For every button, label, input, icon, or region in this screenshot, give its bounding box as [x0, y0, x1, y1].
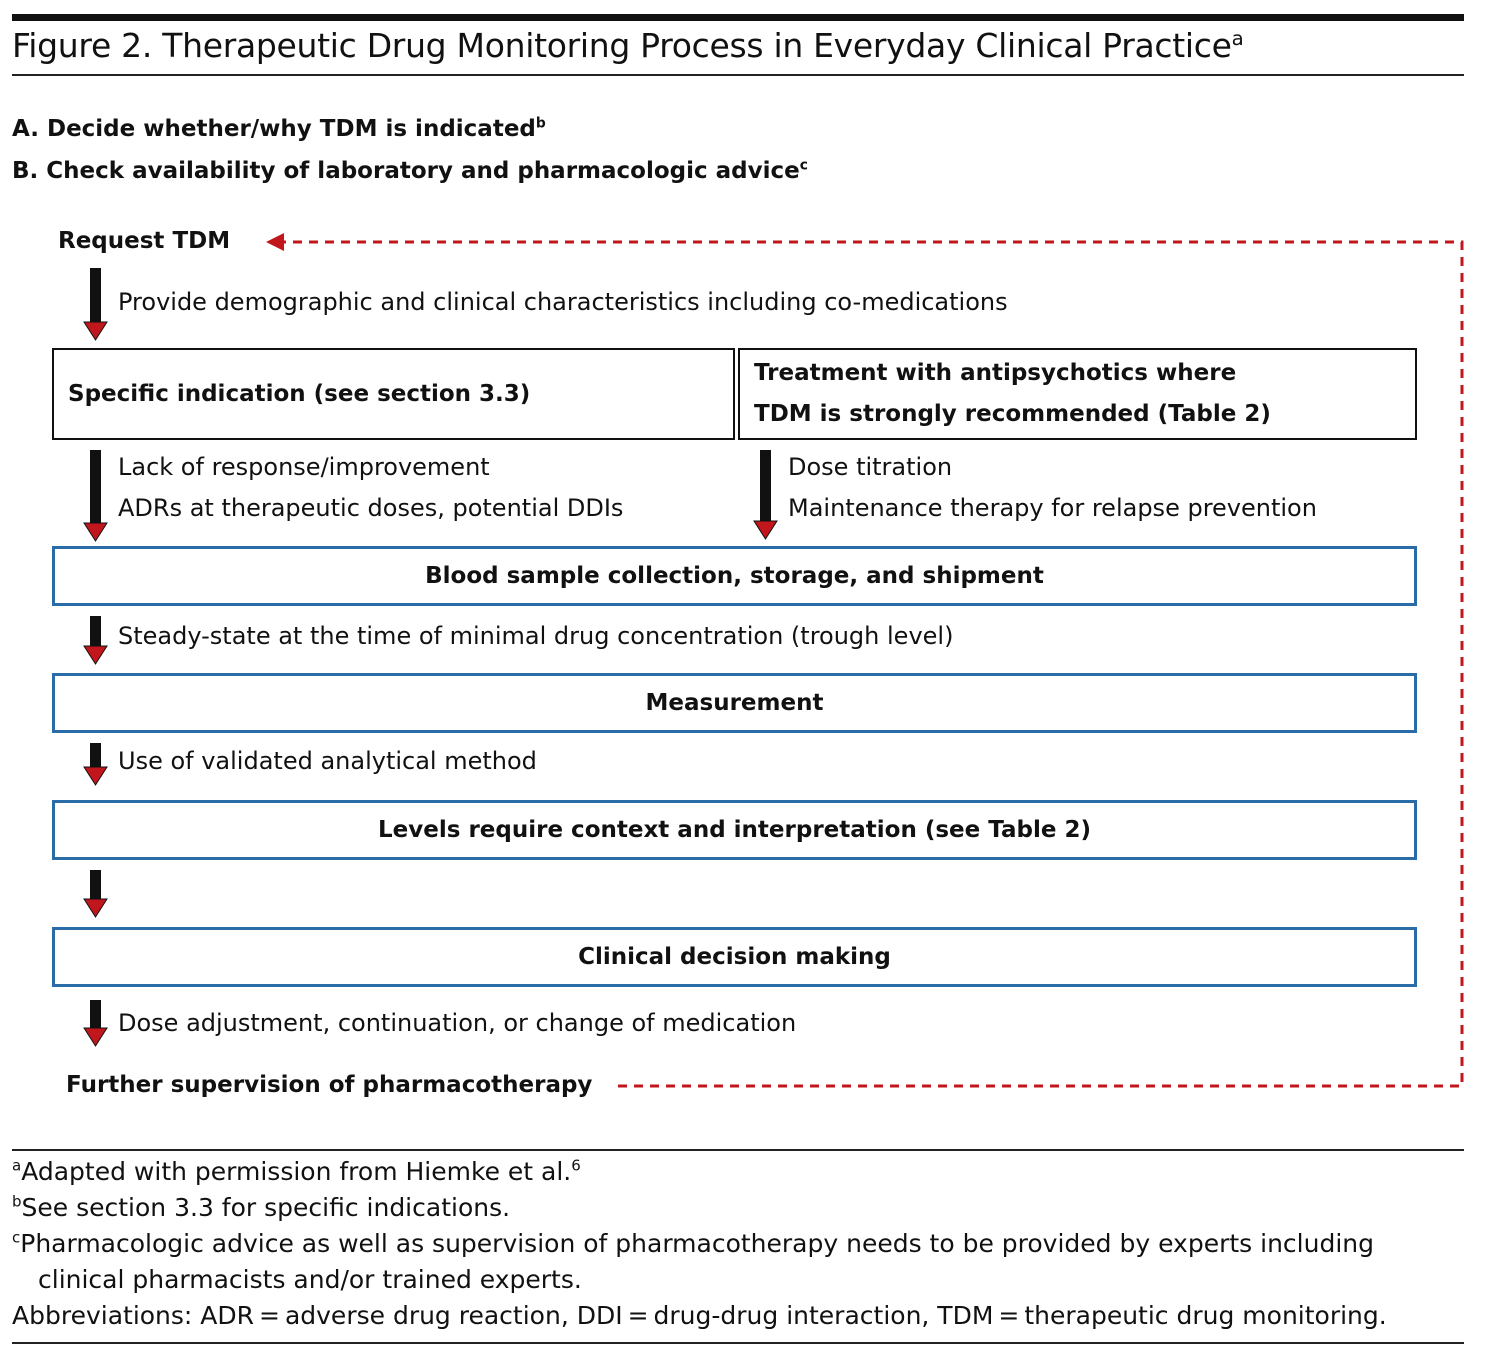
maintenance-therapy-note: Maintenance therapy for relapse preventi… — [788, 494, 1317, 522]
abbreviations-footnote: Abbreviations: ADR = adverse drug reacti… — [12, 1301, 1387, 1330]
footnote-c-continued: clinical pharmacists and/or trained expe… — [38, 1265, 582, 1294]
specific-indication-box: Specific indication (see section 3.3) — [52, 348, 735, 440]
footnote-c: cPharmacologic advice as well as supervi… — [12, 1228, 1374, 1258]
validated-method-note: Use of validated analytical method — [118, 747, 537, 775]
measurement-box: Measurement — [52, 673, 1417, 733]
feedback-loop — [266, 233, 1464, 1088]
down-arrow-icon — [83, 743, 108, 786]
down-arrow-icon — [753, 450, 778, 540]
further-supervision-label: Further supervision of pharmacotherapy — [66, 1072, 593, 1098]
footnote-b: bSee section 3.3 for specific indication… — [12, 1192, 511, 1222]
top-rule — [12, 14, 1464, 21]
blood-sample-label: Blood sample collection, storage, and sh… — [425, 563, 1044, 589]
adrs-note: ADRs at therapeutic doses, potential DDI… — [118, 494, 624, 522]
lack-of-response-note: Lack of response/improvement — [118, 453, 490, 481]
levels-interpretation-label: Levels require context and interpretatio… — [378, 817, 1091, 843]
down-arrow-icon — [83, 268, 108, 341]
treatment-line-2: TDM is strongly recommended (Table 2) — [754, 401, 1271, 427]
down-arrow-icon — [83, 1000, 108, 1047]
steady-state-note: Steady-state at the time of minimal drug… — [118, 622, 954, 650]
footnote-a: aAdapted with permission from Hiemke et … — [12, 1156, 581, 1186]
down-arrow-icon — [83, 450, 108, 542]
dose-adjustment-note: Dose adjustment, continuation, or change… — [118, 1009, 797, 1037]
clinical-decision-box: Clinical decision making — [52, 927, 1417, 987]
clinical-decision-label: Clinical decision making — [578, 944, 891, 970]
down-arrow-icon — [83, 870, 108, 918]
levels-interpretation-box: Levels require context and interpretatio… — [52, 800, 1417, 860]
down-arrow-icon — [83, 616, 108, 665]
figure-title: Figure 2. Therapeutic Drug Monitoring Pr… — [12, 26, 1244, 65]
request-tdm-label: Request TDM — [58, 228, 231, 254]
dose-titration-note: Dose titration — [788, 453, 953, 481]
feedback-dashed-line — [282, 240, 1464, 1088]
measurement-label: Measurement — [645, 690, 824, 716]
antipsychotics-treatment-box: Treatment with antipsychotics where TDM … — [738, 348, 1417, 440]
footnote-rule — [12, 1149, 1464, 1151]
left-arrow-icon — [266, 233, 284, 251]
specific-indication-label: Specific indication (see section 3.3) — [68, 380, 531, 407]
bottom-rule — [12, 1342, 1464, 1344]
step-a: A. Decide whether/why TDM is indicatedb — [12, 115, 546, 142]
title-underline — [12, 74, 1464, 76]
treatment-line-1: Treatment with antipsychotics where — [754, 360, 1237, 386]
provide-characteristics-note: Provide demographic and clinical charact… — [118, 288, 1008, 316]
blood-sample-box: Blood sample collection, storage, and sh… — [52, 546, 1417, 606]
step-b: B. Check availability of laboratory and … — [12, 157, 808, 184]
